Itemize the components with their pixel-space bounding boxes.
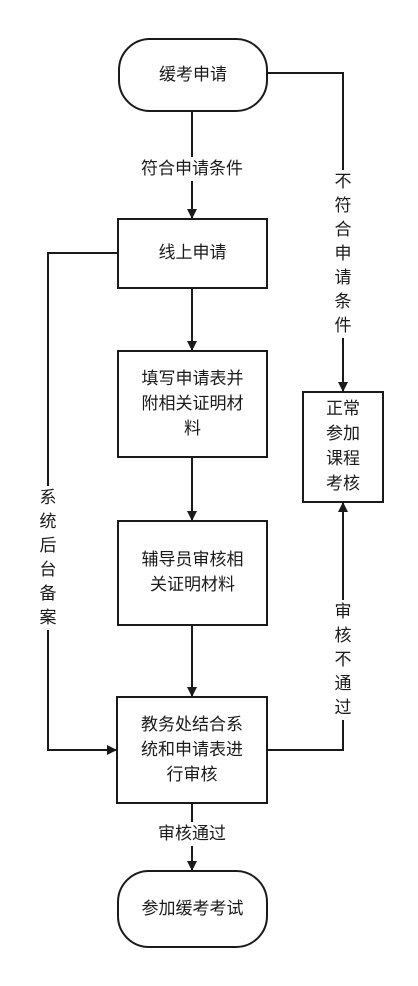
node-fill-form-label: 填写申请表并 附相关证明材 料: [141, 368, 244, 439]
edge-label-not-meets-conditions: 不 符 合 申 请 条 件: [331, 170, 355, 338]
node-normal-exam-label: 正常 参加 课程 考核: [326, 399, 360, 494]
node-end-label: 参加缓考考试: [141, 898, 244, 919]
edge-label-review-pass: 审核通过: [142, 822, 242, 846]
edge-label-meets-conditions: 符合申请条件: [128, 157, 256, 181]
node-online-application: 线上申请: [117, 218, 268, 289]
node-academic-affairs-review: 教务处结合系 统和申请表进 行审核: [116, 696, 268, 804]
node-counselor-label: 辅导员审核相 关证明材料: [141, 550, 244, 595]
node-normal-exam: 正常 参加 课程 考核: [302, 391, 384, 503]
node-fill-form: 填写申请表并 附相关证明材 料: [117, 350, 268, 458]
node-counselor-review: 辅导员审核相 关证明材料: [117, 520, 268, 626]
node-online-label: 线上申请: [158, 243, 227, 263]
node-end-delayed-exam: 参加缓考考试: [117, 870, 268, 948]
node-start-delay-application: 缓考申请: [118, 38, 268, 112]
node-academic-label: 教务处结合系 统和申请表进 行审核: [141, 714, 243, 785]
node-start-label: 缓考申请: [159, 64, 227, 85]
edge-academic-to-normal: [268, 502, 348, 751]
edge-label-review-fail: 审 核 不 通 过: [331, 600, 355, 720]
edge-label-system-record: 系 统 后 台 备 案: [36, 486, 60, 630]
